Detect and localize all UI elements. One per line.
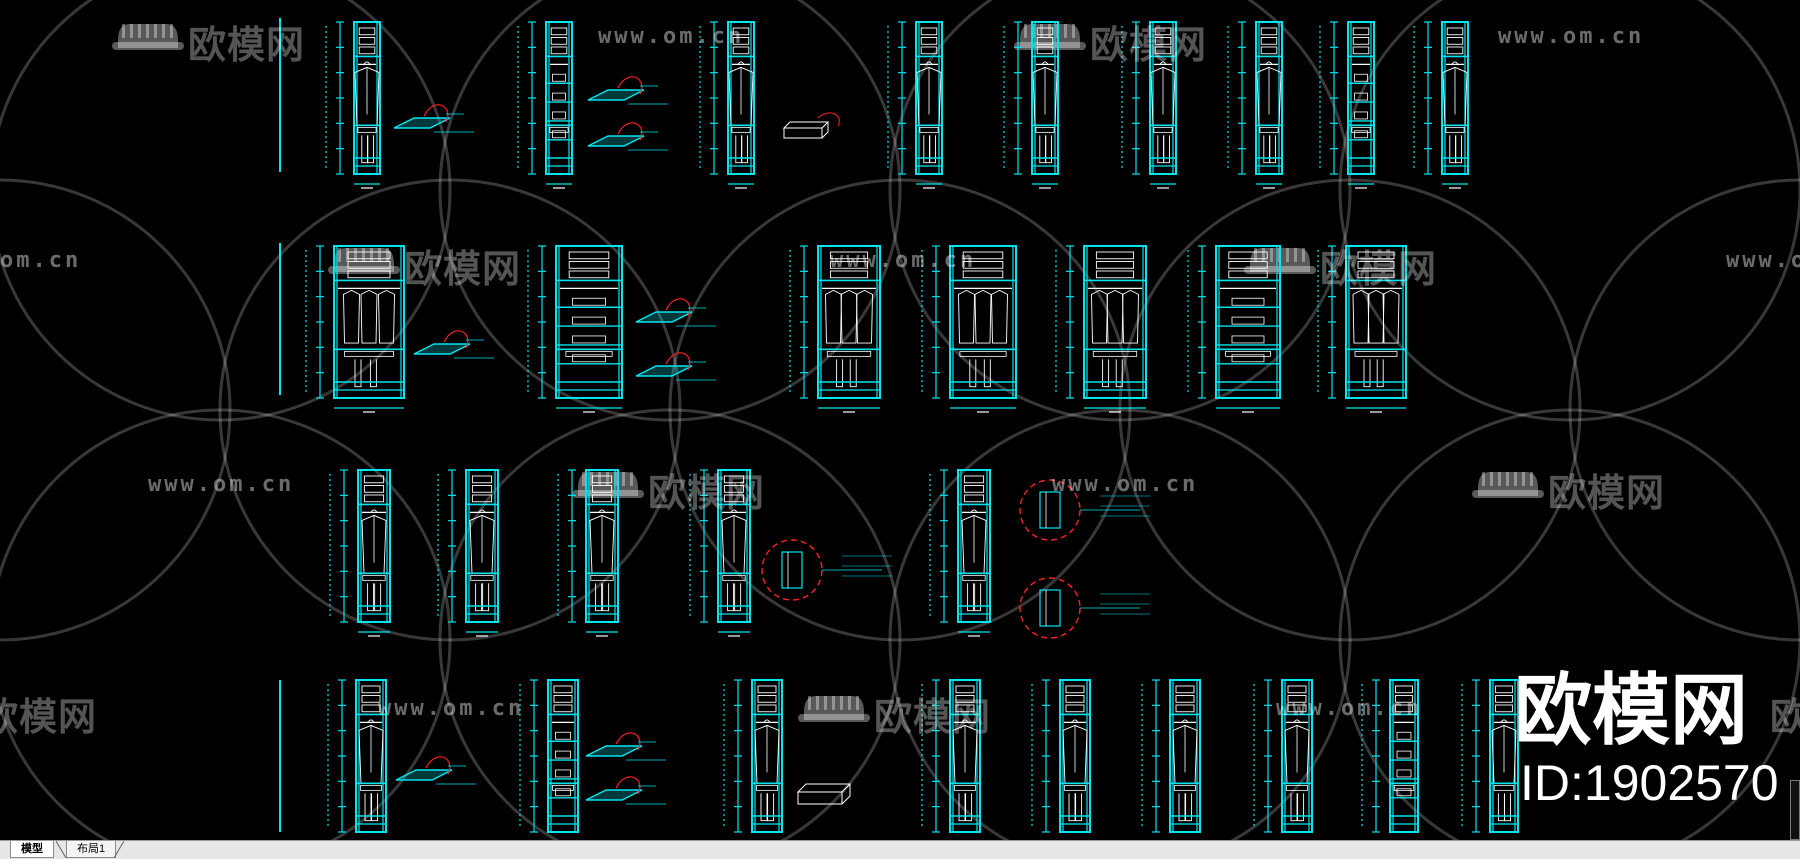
wardrobe-elevation [1055,245,1147,413]
wardrobe-elevation [929,469,991,637]
wardrobe-elevation [517,21,573,189]
drawer-detail [796,783,852,805]
basket-detail [635,298,716,327]
watermark-brand: 欧模网 [0,695,98,739]
watermark-brand: 欧模 [1770,695,1800,739]
tab-divider-icon [114,841,124,858]
basket-detail [393,104,474,133]
wardrobe-elevation [1361,679,1419,833]
wardrobe-elevation [1141,679,1201,833]
brand-overlay-name: 欧模网 [1514,666,1749,756]
wardrobe-elevation [1319,21,1375,189]
wardrobe-elevation [527,245,623,413]
wardrobe-elevation [1413,21,1469,189]
wardrobe-elevation [1253,679,1313,833]
wardrobe-elevation [723,679,783,833]
wardrobe-elevation [305,245,405,413]
wardrobe-elevation [557,469,619,637]
wardrobe-elevation [921,245,1017,413]
wardrobe-elevation [1461,679,1519,833]
wardrobe-elevation [329,469,391,637]
watermark-layer [0,0,1800,840]
watermark-url: www.om.cn [1276,696,1423,721]
wardrobe-elevation [789,245,881,413]
wardrobe-elevation [1187,245,1281,413]
wardrobe-elevation [1317,245,1407,413]
wardrobe-elevation [1227,21,1283,189]
sofa-icon [798,696,870,722]
watermark-url: www.om.cn [148,472,295,497]
tab-layout1[interactable]: 布局1 [66,841,117,858]
watermark-brand: 欧模网 [188,23,306,67]
wardrobe-elevation [1003,21,1059,189]
cad-model-space[interactable]: 欧模网 欧模网 欧模网 欧模网 欧模网 欧模网 欧模网 欧模网 欧模 www.o… [0,0,1800,840]
basket-detail [413,330,494,359]
basket-detail [585,776,666,805]
watermark-url: om.cn [0,248,82,273]
wardrobe-elevation [519,679,579,833]
basket-detail [635,352,716,381]
wardrobe-elevation [325,21,381,189]
watermark-brand: 欧模网 [404,247,522,291]
watermark-url: www.om.cn [830,248,977,273]
wardrobe-elevation [1031,679,1091,833]
sofa-icon [112,24,184,50]
watermark-brand: 欧模网 [1090,23,1208,67]
wardrobe-elevation [1121,21,1177,189]
basket-detail [587,122,668,151]
wardrobe-elevation-drawings [0,0,1800,840]
wardrobe-elevation [887,21,943,189]
watermark-url: www.om.cn [1726,248,1800,273]
brand-overlay-id: ID:1902570 [1520,755,1779,811]
tab-model[interactable]: 模型 [10,841,54,858]
wardrobe-elevation [699,21,755,189]
section-detail-callout [1019,479,1150,541]
watermark-url: www.om.cn [598,24,745,49]
drawer-detail [782,112,840,139]
basket-detail [585,732,666,761]
watermark-brand: 欧模网 [1548,471,1666,515]
section-detail-callout [1019,577,1150,639]
basket-detail [395,756,476,785]
wardrobe-elevation [689,469,751,637]
watermark-brand: 欧模网 [1320,247,1438,291]
layout-tab-bar: 模型 布局1 [0,840,1800,859]
wardrobe-elevation [327,679,387,833]
watermark-url: www.om.cn [1498,24,1645,49]
watermark-brand: 欧模网 [648,471,766,515]
sofa-icon [1472,472,1544,498]
wardrobe-elevation [921,679,981,833]
watermark-brand: 欧模网 [874,695,992,739]
watermark-url: www.om.cn [1052,472,1199,497]
watermark-url: www.om.cn [378,696,525,721]
section-detail-callout [761,539,892,601]
tab-divider-icon [56,841,66,858]
wardrobe-elevation [437,469,499,637]
vertical-scrollbar[interactable] [1790,780,1800,840]
basket-detail [587,76,668,105]
